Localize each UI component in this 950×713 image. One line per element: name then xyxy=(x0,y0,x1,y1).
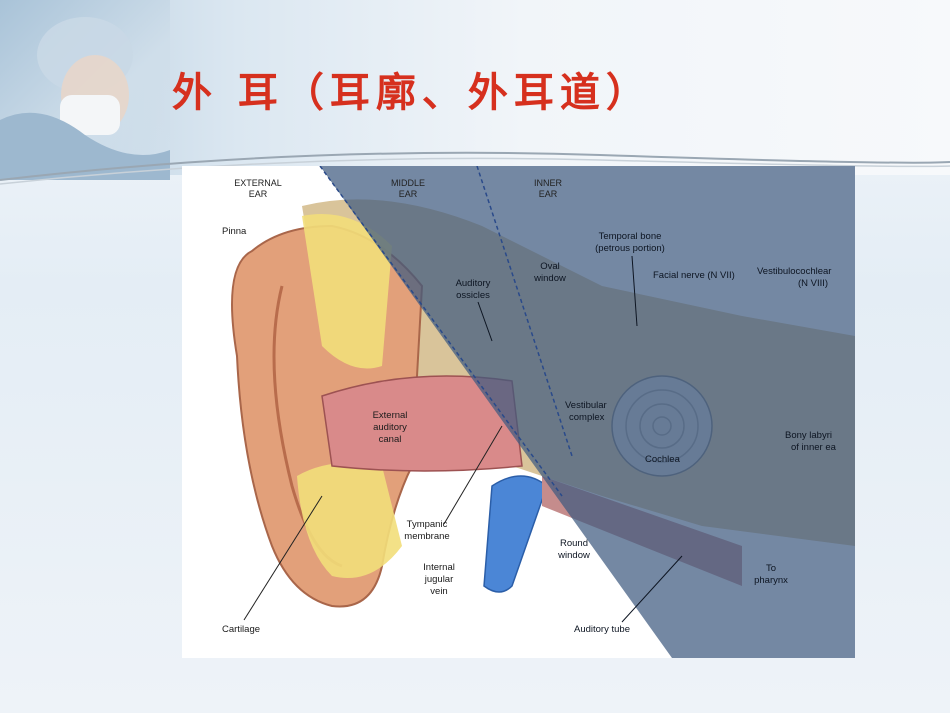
slide-title: 外 耳（耳廓、外耳道） xyxy=(172,69,652,116)
section-middle: MIDDLE xyxy=(391,178,425,188)
label-ossicles-1: Auditory xyxy=(456,278,491,289)
label-bony-1: Bony labyri xyxy=(785,430,832,441)
label-facial-nerve: Facial nerve (N VII) xyxy=(653,270,735,281)
section-external: EXTERNAL xyxy=(234,178,282,188)
label-vestibulocochlear-2: (N VIII) xyxy=(798,278,828,289)
ear-anatomy-diagram: EXTERNAL EAR MIDDLE EAR INNER EAR Pinna … xyxy=(182,166,855,658)
label-tympanic-2: membrane xyxy=(404,531,449,542)
header-swoosh xyxy=(0,151,950,185)
label-vestibular-2: complex xyxy=(569,412,605,423)
label-vestibular-1: Vestibular xyxy=(565,400,607,411)
label-jugular-2: jugular xyxy=(424,574,454,585)
label-jugular-1: Internal xyxy=(423,562,455,573)
label-pharynx-2: pharynx xyxy=(754,575,788,586)
surgeon-photo xyxy=(0,0,170,180)
label-auditory-tube: Auditory tube xyxy=(574,624,630,635)
label-cochlea: Cochlea xyxy=(645,454,681,465)
label-bony-2: of inner ea xyxy=(791,442,837,453)
label-canal-3: canal xyxy=(379,434,402,445)
label-pinna: Pinna xyxy=(222,226,247,237)
label-round-1: Round xyxy=(560,538,588,549)
label-temporal-1: Temporal bone xyxy=(599,231,662,242)
section-external-2: EAR xyxy=(249,189,268,199)
label-oval-2: window xyxy=(533,273,566,284)
jugular-vein-shape xyxy=(483,475,548,593)
section-inner: INNER xyxy=(534,178,563,188)
label-ossicles-2: ossicles xyxy=(456,290,490,301)
label-canal-2: auditory xyxy=(373,422,407,433)
middle-inner-overlay xyxy=(320,166,855,658)
label-temporal-2: (petrous portion) xyxy=(595,243,665,254)
label-tympanic-1: Tympanic xyxy=(407,519,448,530)
external-canal xyxy=(321,375,523,472)
label-round-2: window xyxy=(557,550,590,561)
label-pharynx-1: To xyxy=(766,563,776,574)
label-oval-1: Oval xyxy=(540,261,560,272)
label-cartilage: Cartilage xyxy=(222,624,260,635)
label-vestibulocochlear-1: Vestibulocochlear xyxy=(757,266,831,277)
section-middle-2: EAR xyxy=(399,189,418,199)
section-inner-2: EAR xyxy=(539,189,558,199)
label-jugular-3: vein xyxy=(430,586,447,597)
label-canal-1: External xyxy=(373,410,408,421)
